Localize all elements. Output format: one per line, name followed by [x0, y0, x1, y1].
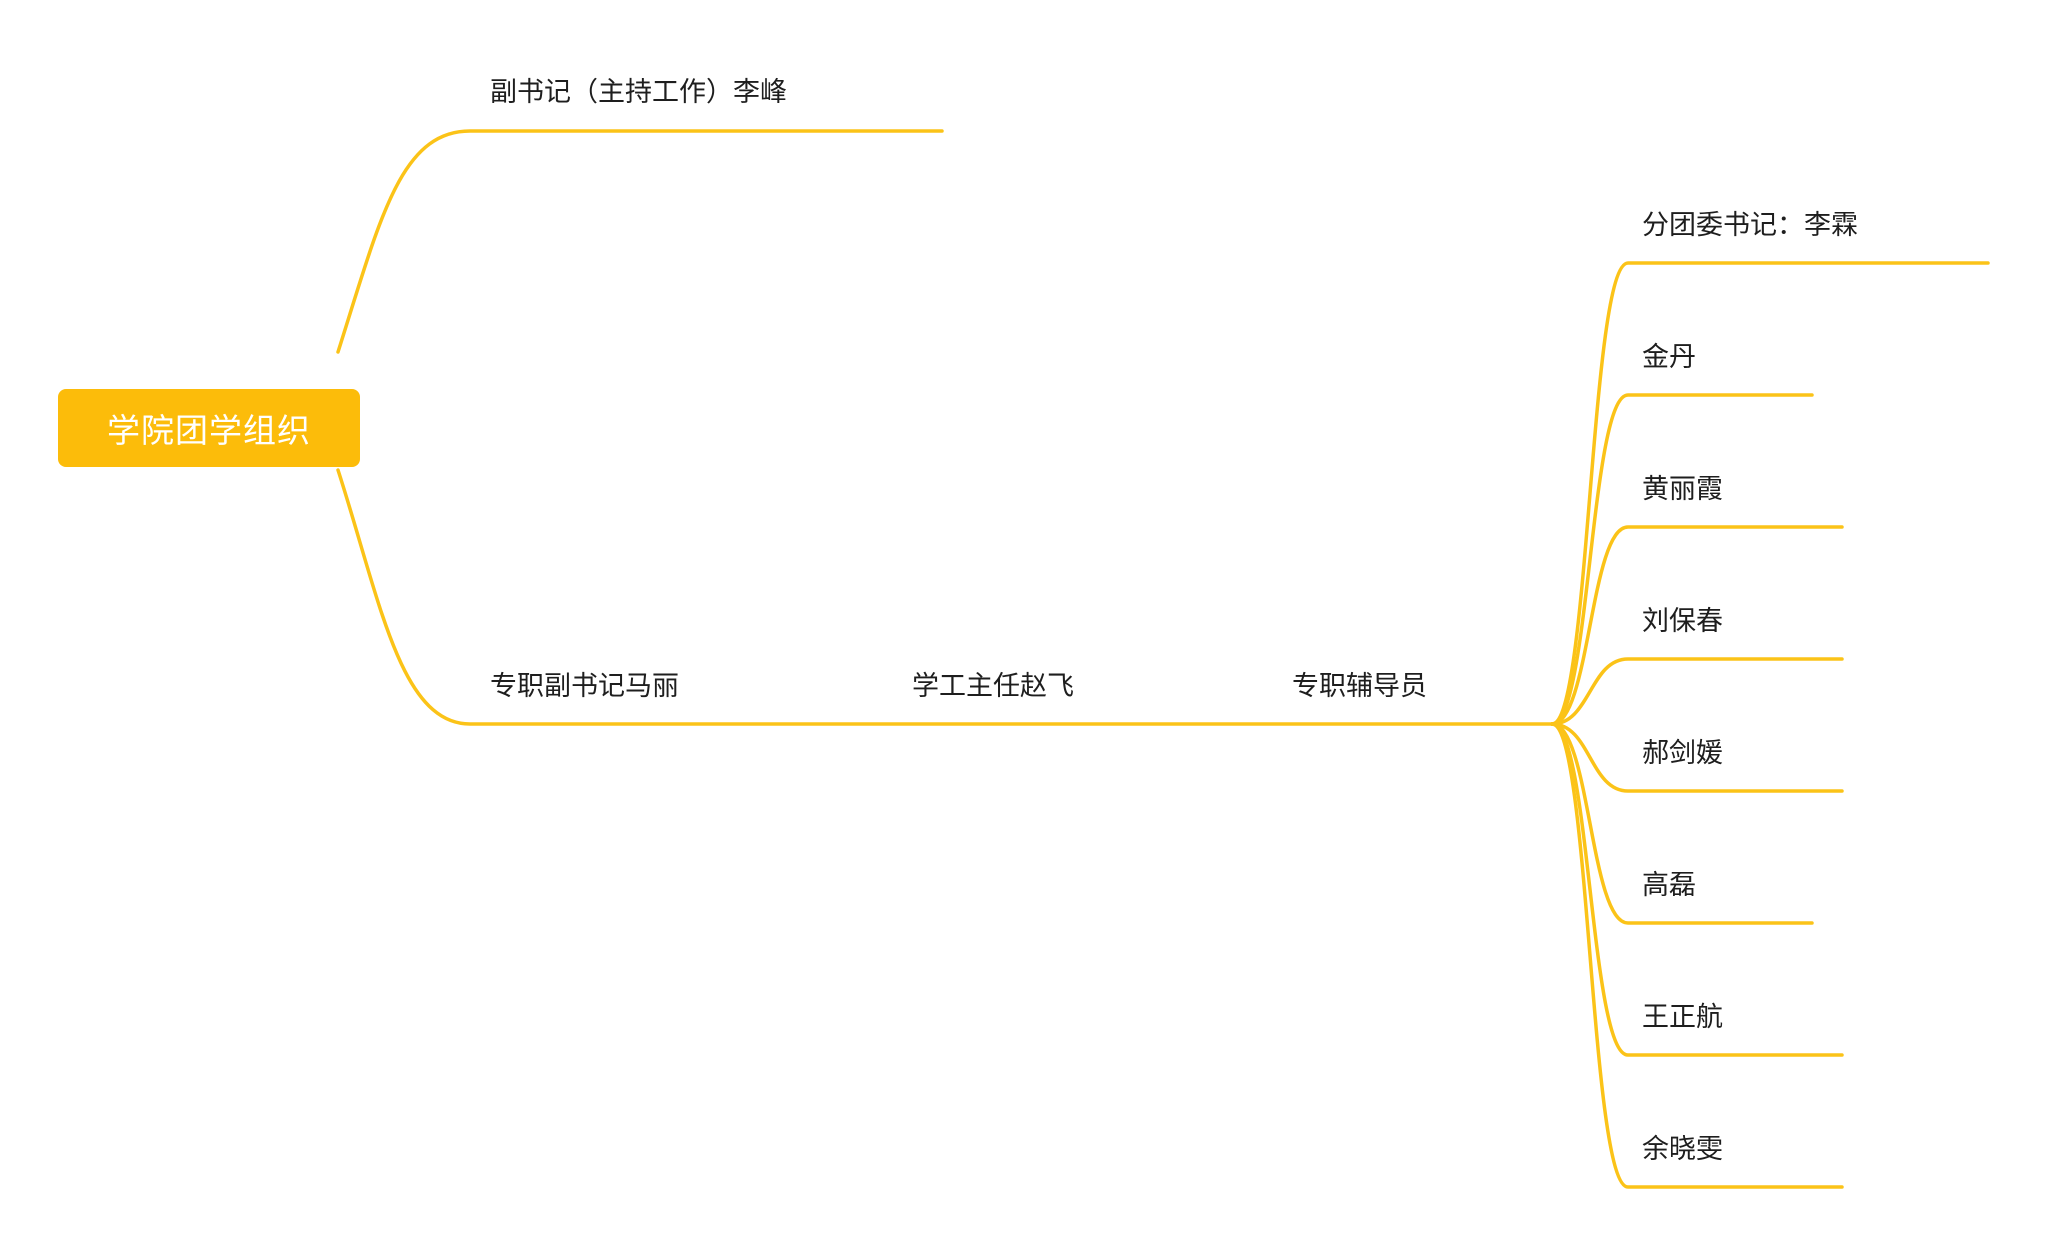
- root-node[interactable]: 学院团学组织: [58, 389, 360, 467]
- node-counselor[interactable]: 高磊: [1642, 870, 1696, 901]
- node-counselor[interactable]: 分团委书记：李霖: [1642, 210, 1858, 241]
- connector-to-counselor-8: [1550, 722, 1844, 1189]
- node-deputy-secretary[interactable]: 副书记（主持工作）李峰: [490, 77, 787, 108]
- connector-to-counselor-1: [1550, 261, 1990, 726]
- node-student-affairs-director[interactable]: 学工主任赵飞: [912, 671, 1074, 702]
- connector-root-to-deputy-secretary: [336, 129, 944, 354]
- root-node-label: 学院团学组织: [107, 411, 311, 450]
- connector-to-counselor-7: [1550, 722, 1844, 1057]
- node-counselor[interactable]: 金丹: [1642, 342, 1696, 373]
- node-counselor[interactable]: 余晓雯: [1642, 1134, 1723, 1165]
- node-counselor[interactable]: 黄丽霞: [1642, 474, 1723, 505]
- connector-to-counselor-4: [1550, 657, 1844, 726]
- connector-to-counselor-3: [1550, 525, 1844, 726]
- node-counselor[interactable]: 郝剑媛: [1642, 738, 1723, 769]
- connector-to-counselor-2: [1550, 393, 1814, 726]
- connector-to-counselor-5: [1550, 722, 1844, 793]
- connector-to-counselor-6: [1550, 722, 1814, 925]
- connector-root-to-fulltime-chain: [336, 468, 1554, 726]
- node-fulltime-deputy-secretary[interactable]: 专职副书记马丽: [490, 671, 679, 702]
- node-counselor[interactable]: 王正航: [1642, 1002, 1723, 1033]
- node-fulltime-counselors[interactable]: 专职辅导员: [1292, 671, 1427, 702]
- node-counselor[interactable]: 刘保春: [1642, 606, 1723, 637]
